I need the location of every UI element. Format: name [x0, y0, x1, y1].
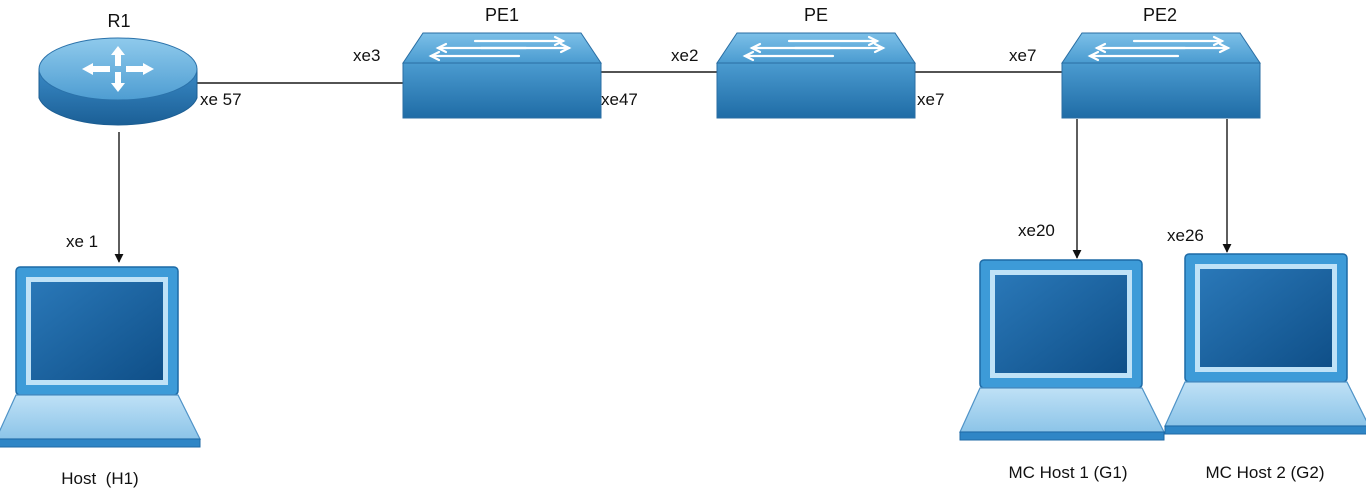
laptop-icon — [959, 259, 1165, 441]
links — [114, 71, 1232, 263]
mc-host-1-label: MC Host 1 (G1) — [1008, 463, 1127, 482]
switch-icon — [715, 31, 917, 120]
port-label-pe1-pe: xe47 — [601, 90, 638, 109]
switch-icon — [401, 31, 603, 120]
port-label-pe1-r1: xe3 — [353, 46, 380, 65]
port-label-pe2-g2: xe26 — [1167, 226, 1204, 245]
port-label-r1-h1: xe 1 — [66, 232, 98, 251]
port-label-pe-pe2: xe7 — [917, 90, 944, 109]
laptop-icon — [0, 266, 201, 448]
router-icon — [38, 37, 198, 126]
mc-host-1: MC Host 1 (G1) — [959, 259, 1165, 482]
laptop-icon — [1164, 253, 1366, 435]
port-labels: xe 57 xe3 xe47 xe2 xe7 xe7 xe 1 xe20 xe2… — [66, 46, 1204, 251]
switch-pe2-label: PE2 — [1143, 5, 1177, 25]
port-label-pe-pe1: xe2 — [671, 46, 698, 65]
switch-pe2: PE2 — [1060, 5, 1262, 120]
switch-pe-label: PE — [804, 5, 828, 25]
port-label-pe2-g1: xe20 — [1018, 221, 1055, 240]
host-h1: Host (H1) — [0, 266, 201, 488]
switch-icon — [1060, 31, 1262, 120]
switch-pe1: PE1 — [401, 5, 603, 120]
switch-pe1-label: PE1 — [485, 5, 519, 25]
port-label-r1-pe1: xe 57 — [200, 90, 242, 109]
router-r1: R1 — [38, 11, 198, 126]
mc-host-2: MC Host 2 (G2) — [1164, 253, 1366, 482]
switch-pe: PE — [715, 5, 917, 120]
router-r1-label: R1 — [107, 11, 130, 31]
port-label-pe2-pe: xe7 — [1009, 46, 1036, 65]
mc-host-2-label: MC Host 2 (G2) — [1205, 463, 1324, 482]
host-h1-label: Host (H1) — [61, 469, 138, 488]
